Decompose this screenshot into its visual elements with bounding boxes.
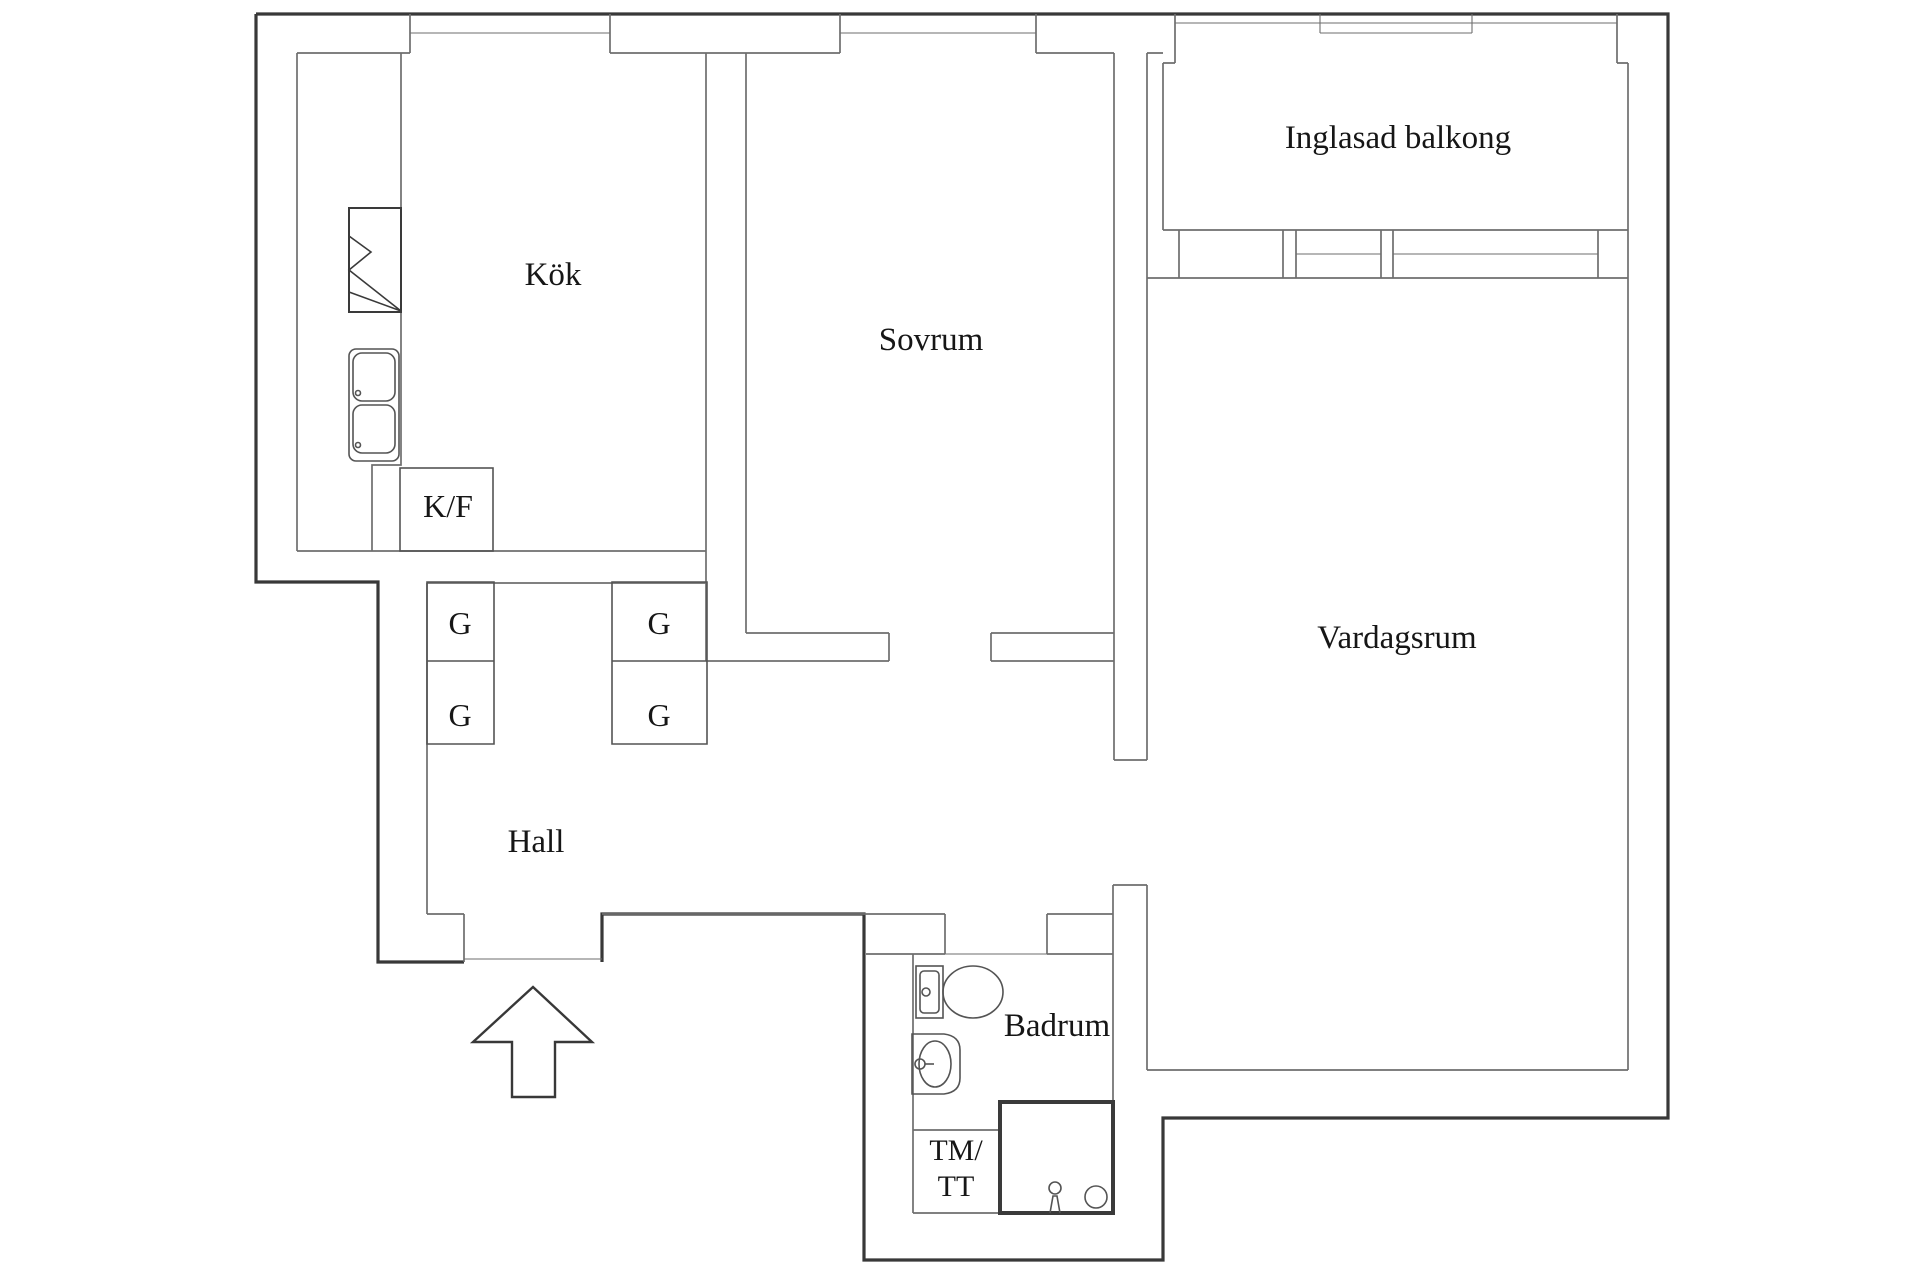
room-label-bedroom: Sovrum xyxy=(879,322,984,358)
room-label-kitchen: Kök xyxy=(525,257,582,293)
sink-icon xyxy=(348,348,400,462)
kitchen-south-wall xyxy=(297,550,706,584)
fixture-label-fridge-freezer: K/F xyxy=(423,488,473,524)
livingroom-south-west-walls xyxy=(1112,884,1628,1213)
bedroom-south-wall xyxy=(706,632,1114,662)
fixture-label-washer-line2: TT xyxy=(938,1170,975,1203)
outer-wall-west xyxy=(254,14,464,964)
room-label-living-room: Vardagsrum xyxy=(1317,620,1477,656)
fixture-label-wardrobe-2: G xyxy=(448,697,471,733)
fixture-label-wardrobe-1: G xyxy=(448,605,471,641)
labels: Kök Sovrum Inglasad balkong Vardagsrum H… xyxy=(423,120,1511,1203)
room-label-hall: Hall xyxy=(508,824,565,860)
room-label-balcony: Inglasad balkong xyxy=(1285,120,1511,156)
toilet-icon xyxy=(915,965,1004,1019)
entrance-arrow-icon xyxy=(469,985,596,1099)
bathroom-walls xyxy=(866,953,1113,1214)
balcony-side-walls xyxy=(1162,14,1628,230)
hall-walls xyxy=(426,583,1113,962)
wardrobe-left-pair xyxy=(426,581,495,745)
window-glazing-lines xyxy=(410,14,1617,255)
door-thresholds xyxy=(464,953,1047,960)
kitchen-bedroom-wall xyxy=(705,53,747,661)
bedroom-livingroom-wall xyxy=(1113,53,1148,761)
fixtures xyxy=(347,207,1115,1215)
wardrobe-right-pair xyxy=(611,581,708,745)
shower-icon xyxy=(998,1100,1115,1215)
washbasin-icon xyxy=(911,1033,961,1095)
stove-icon xyxy=(347,207,402,313)
room-label-bathroom: Badrum xyxy=(1004,1008,1111,1044)
fixture-label-wardrobe-4: G xyxy=(647,697,670,733)
fridge-freezer-box xyxy=(399,467,494,552)
fixture-label-wardrobe-3: G xyxy=(647,605,670,641)
interior-walls xyxy=(296,14,1629,1214)
fixture-label-washer-line1: TM/ xyxy=(929,1134,983,1167)
